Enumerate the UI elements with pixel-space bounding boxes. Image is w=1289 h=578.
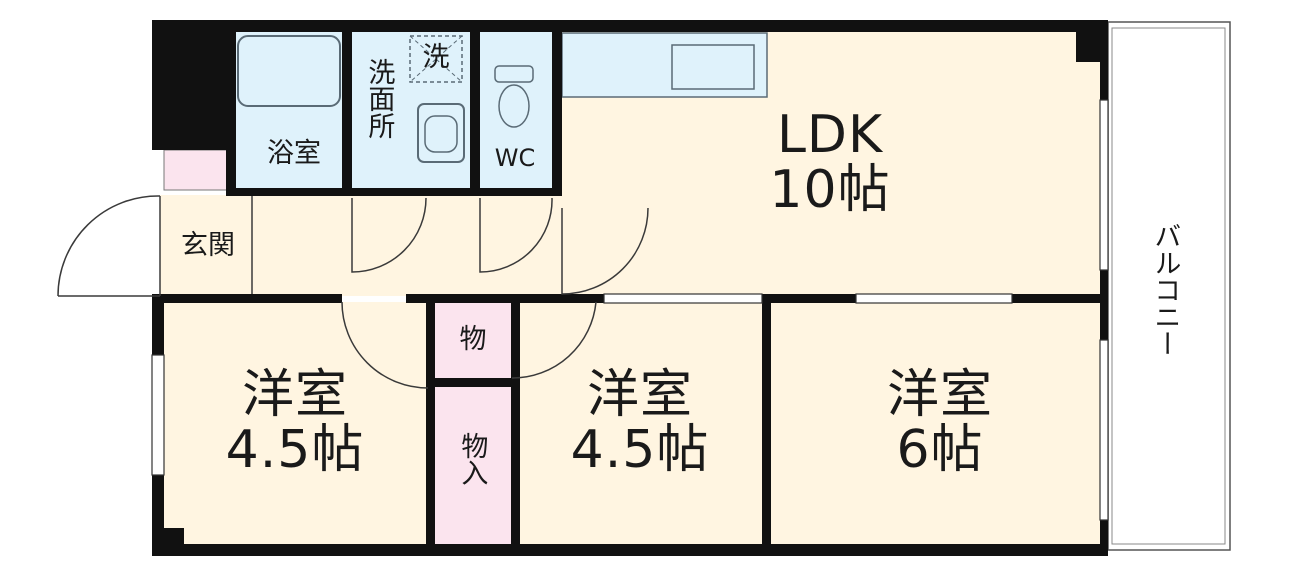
closet-label: 物入 — [456, 432, 488, 486]
western-right-name: 洋室 — [886, 365, 993, 425]
doors — [57, 195, 649, 389]
toilet-label: WC — [494, 144, 536, 172]
hall-floor — [160, 195, 560, 296]
western-right-floor — [770, 302, 1104, 546]
sink — [671, 44, 755, 90]
washer-label: 洗 — [422, 42, 450, 73]
storage-small-floor — [434, 302, 512, 378]
toilet-tank — [494, 65, 534, 83]
western-mid-floor — [518, 302, 768, 546]
western-right-label: 洋室 6帖 — [860, 368, 1020, 477]
ldk-size: 10帖 — [769, 159, 891, 220]
closet-floor — [434, 386, 512, 546]
entrance-label: 玄関 — [181, 230, 235, 261]
balcony-area — [1107, 21, 1231, 551]
western-left-label: 洋室 4.5帖 — [215, 368, 375, 477]
balcony-label: バルコニー — [1149, 222, 1181, 357]
kitchen-counter — [561, 32, 768, 98]
washroom-label: 洗面所 — [363, 58, 395, 139]
walls — [152, 20, 1108, 556]
western-left-name: 洋室 — [241, 365, 348, 425]
wash-basin — [417, 103, 465, 163]
ldk-label: LDK 10帖 — [760, 108, 900, 217]
storage-small-label: 物 — [459, 324, 487, 355]
windows — [151, 99, 1109, 521]
bathtub — [237, 35, 341, 107]
washroom-floor — [352, 30, 470, 192]
western-left-floor — [160, 302, 430, 546]
toilet-floor — [478, 30, 552, 192]
western-left-size: 4.5帖 — [225, 419, 365, 480]
bath-floor — [234, 30, 344, 192]
western-mid-name: 洋室 — [586, 365, 693, 425]
western-mid-size: 4.5帖 — [570, 419, 710, 480]
bath-label: 浴室 — [267, 138, 321, 169]
entrance-storage — [163, 149, 229, 191]
toilet-bowl — [498, 84, 530, 128]
ldk-name: LDK — [776, 105, 884, 165]
balcony-inner-rail — [1111, 27, 1226, 545]
western-mid-label: 洋室 4.5帖 — [560, 368, 720, 477]
western-right-size: 6帖 — [896, 419, 984, 480]
